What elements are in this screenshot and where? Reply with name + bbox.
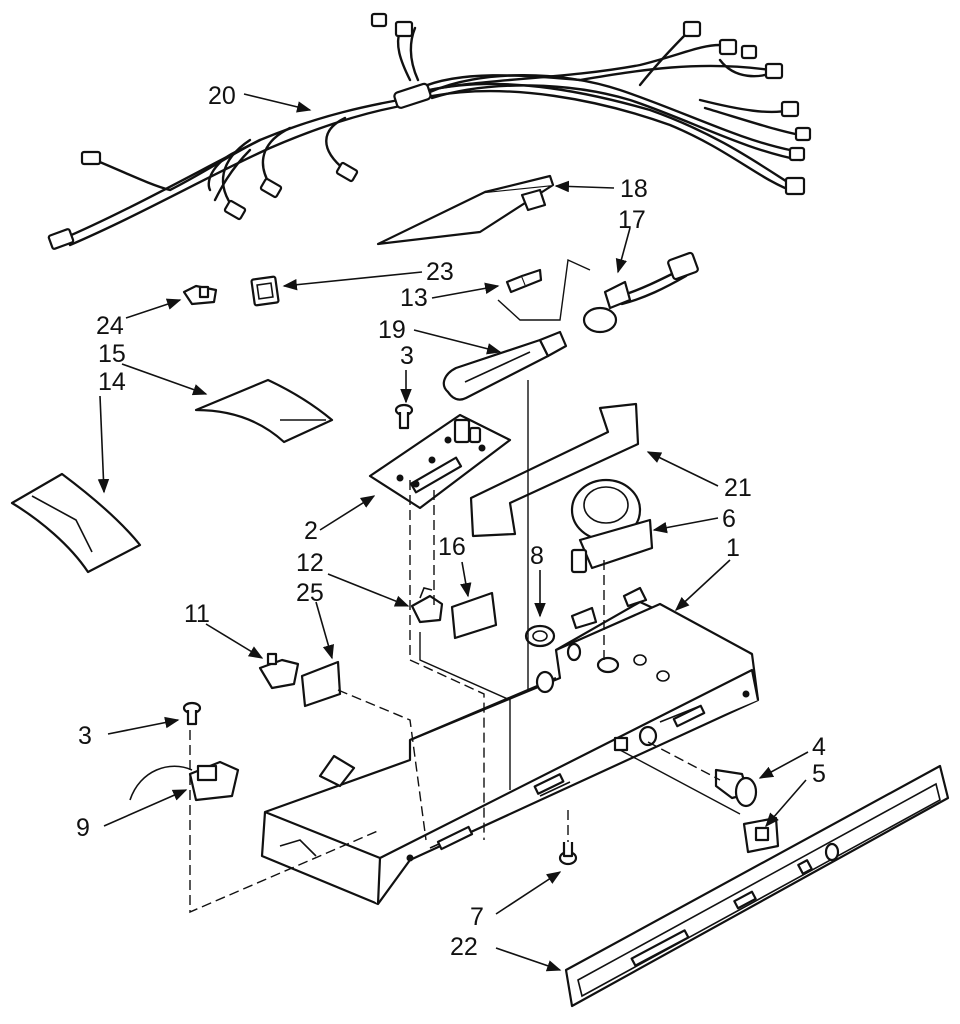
callout-3-lower: 3	[78, 722, 92, 750]
callout-13: 13	[400, 284, 428, 312]
light-bulb	[442, 330, 568, 401]
wiring-harness	[47, 12, 812, 250]
callout-3-upper: 3	[400, 342, 414, 370]
callout-labels: 20 18 17 23 13 24 19 15 3 14 21 6 2 12 1…	[76, 82, 826, 961]
callout-5: 5	[812, 760, 826, 788]
defrost-timer	[570, 478, 654, 574]
callout-19: 19	[378, 316, 406, 344]
callout-15: 15	[98, 340, 126, 368]
screw-7	[558, 842, 578, 866]
knob-4	[714, 768, 758, 808]
cover-plate	[376, 174, 555, 246]
lead-connector	[582, 251, 699, 334]
callout-2: 2	[304, 517, 318, 545]
clip-11	[258, 652, 300, 690]
callout-22: 22	[450, 933, 478, 961]
callout-14: 14	[98, 368, 126, 396]
callout-24: 24	[96, 312, 124, 340]
cover-15	[194, 378, 334, 444]
assembly-guide-lines	[189, 258, 741, 914]
grommet-8	[524, 624, 556, 648]
small-clip-24	[182, 284, 218, 306]
control-board	[368, 413, 512, 510]
callout-21: 21	[724, 474, 752, 502]
callout-17: 17	[618, 206, 646, 234]
screw-3-lower	[182, 701, 202, 726]
trim-panel	[564, 764, 950, 1008]
callout-16: 16	[438, 533, 466, 561]
screw-13	[505, 268, 543, 294]
callout-7: 7	[470, 903, 484, 931]
callout-23: 23	[426, 258, 454, 286]
cover-14	[10, 472, 142, 574]
callout-1: 1	[726, 534, 740, 562]
callout-9: 9	[76, 814, 90, 842]
leader-lines	[97, 93, 809, 972]
clip-12	[410, 587, 444, 624]
callout-8: 8	[530, 542, 544, 570]
screw-3-upper	[394, 403, 414, 430]
gasket-21	[469, 402, 640, 538]
switch-5	[742, 816, 780, 854]
callout-4: 4	[812, 733, 826, 761]
callout-11: 11	[184, 600, 210, 628]
label-16	[450, 591, 498, 640]
callout-12: 12	[296, 549, 324, 577]
callout-6: 6	[722, 505, 736, 533]
callout-25: 25	[296, 579, 324, 607]
callout-18: 18	[620, 175, 648, 203]
small-clip-23	[250, 275, 280, 307]
thermostat-9	[129, 760, 240, 802]
label-25	[300, 660, 342, 708]
callout-20: 20	[208, 82, 236, 110]
